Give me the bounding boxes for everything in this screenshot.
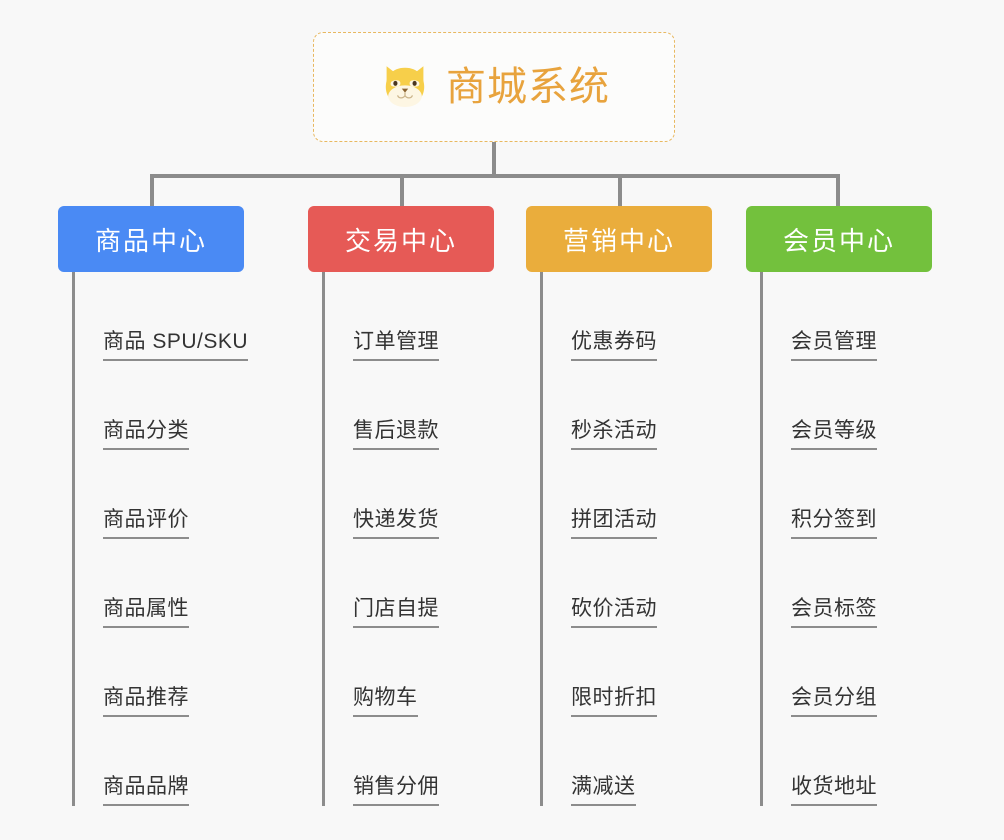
list-item[interactable]: 购物车 [325,628,494,717]
branch-member-center: 会员中心 会员管理 会员等级 积分签到 会员标签 会员分组 收货地址 [746,206,932,806]
connector-drop-2 [618,174,622,208]
branch-trade-center: 交易中心 订单管理 售后退款 快递发货 门店自提 购物车 销售分佣 [308,206,494,806]
leaf-label: 商品评价 [103,509,189,539]
list-item[interactable]: 会员等级 [763,361,932,450]
leaf-label: 满减送 [571,776,636,806]
list-item[interactable]: 商品评价 [75,450,248,539]
category-box-3[interactable]: 会员中心 [746,206,932,272]
category-label-0: 商品中心 [94,225,207,256]
leaf-label: 门店自提 [353,598,439,628]
leaf-label: 会员管理 [791,331,877,361]
leaf-label: 商品品牌 [103,776,189,806]
branch-marketing-center: 营销中心 优惠券码 秒杀活动 拼团活动 砍价活动 限时折扣 满减送 [526,206,712,806]
list-item[interactable]: 商品分类 [75,361,248,450]
connector-drop-1 [400,174,404,208]
category-label-3: 会员中心 [782,225,895,256]
leaf-label: 购物车 [353,687,418,717]
leaf-label: 快递发货 [353,509,439,539]
leaf-label: 拼团活动 [571,509,657,539]
connector-horizontal-bus [150,174,838,178]
leaf-label: 会员等级 [791,420,877,450]
connector-drop-3 [836,174,840,208]
list-item[interactable]: 订单管理 [325,272,494,361]
list-item[interactable]: 销售分佣 [325,717,494,806]
root-title: 商城系统 [446,65,610,109]
connector-drop-0 [150,174,154,208]
list-item[interactable]: 满减送 [543,717,712,806]
list-item[interactable]: 拼团活动 [543,450,712,539]
leaf-label: 优惠券码 [571,331,657,361]
leaf-label: 会员标签 [791,598,877,628]
list-item[interactable]: 砍价活动 [543,539,712,628]
list-item[interactable]: 售后退款 [325,361,494,450]
list-item[interactable]: 会员标签 [763,539,932,628]
list-item[interactable]: 商品 SPU/SKU [75,272,249,361]
leaf-label: 收货地址 [791,776,877,806]
list-item[interactable]: 商品属性 [75,539,248,628]
leaf-label: 商品推荐 [103,687,189,717]
list-item[interactable]: 积分签到 [763,450,932,539]
leaf-list-3: 会员管理 会员等级 积分签到 会员标签 会员分组 收货地址 [760,272,932,806]
category-box-2[interactable]: 营销中心 [526,206,712,272]
leaf-label: 秒杀活动 [571,420,657,450]
list-item[interactable]: 商品品牌 [75,717,248,806]
list-item[interactable]: 收货地址 [763,717,932,806]
category-box-1[interactable]: 交易中心 [308,206,494,272]
list-item[interactable]: 限时折扣 [543,628,712,717]
shiba-dog-emoji [378,63,432,111]
list-item[interactable]: 商品推荐 [75,628,248,717]
leaf-label: 订单管理 [353,331,439,361]
leaf-label: 售后退款 [353,420,439,450]
list-item[interactable]: 会员管理 [763,272,932,361]
leaf-label: 积分签到 [791,509,877,539]
leaf-label: 商品分类 [103,420,189,450]
connector-root-stem [492,142,496,178]
leaf-label: 商品 SPU/SKU [103,331,249,361]
list-item[interactable]: 优惠券码 [543,272,712,361]
leaf-label: 限时折扣 [571,687,657,717]
leaf-list-2: 优惠券码 秒杀活动 拼团活动 砍价活动 限时折扣 满减送 [540,272,712,806]
category-label-1: 交易中心 [344,225,457,256]
list-item[interactable]: 门店自提 [325,539,494,628]
root-node[interactable]: 商城系统 [313,32,675,142]
leaf-label: 商品属性 [103,598,189,628]
leaf-label: 销售分佣 [353,776,439,806]
list-item[interactable]: 秒杀活动 [543,361,712,450]
leaf-list-1: 订单管理 售后退款 快递发货 门店自提 购物车 销售分佣 [322,272,494,806]
leaf-label: 砍价活动 [571,598,657,628]
leaf-list-0: 商品 SPU/SKU 商品分类 商品评价 商品属性 商品推荐 商品品牌 [72,272,249,806]
category-label-2: 营销中心 [562,225,675,256]
list-item[interactable]: 会员分组 [763,628,932,717]
leaf-label: 会员分组 [791,687,877,717]
branch-product-center: 商品中心 商品 SPU/SKU 商品分类 商品评价 商品属性 商品推荐 商品品牌 [58,206,249,806]
category-box-0[interactable]: 商品中心 [58,206,244,272]
list-item[interactable]: 快递发货 [325,450,494,539]
